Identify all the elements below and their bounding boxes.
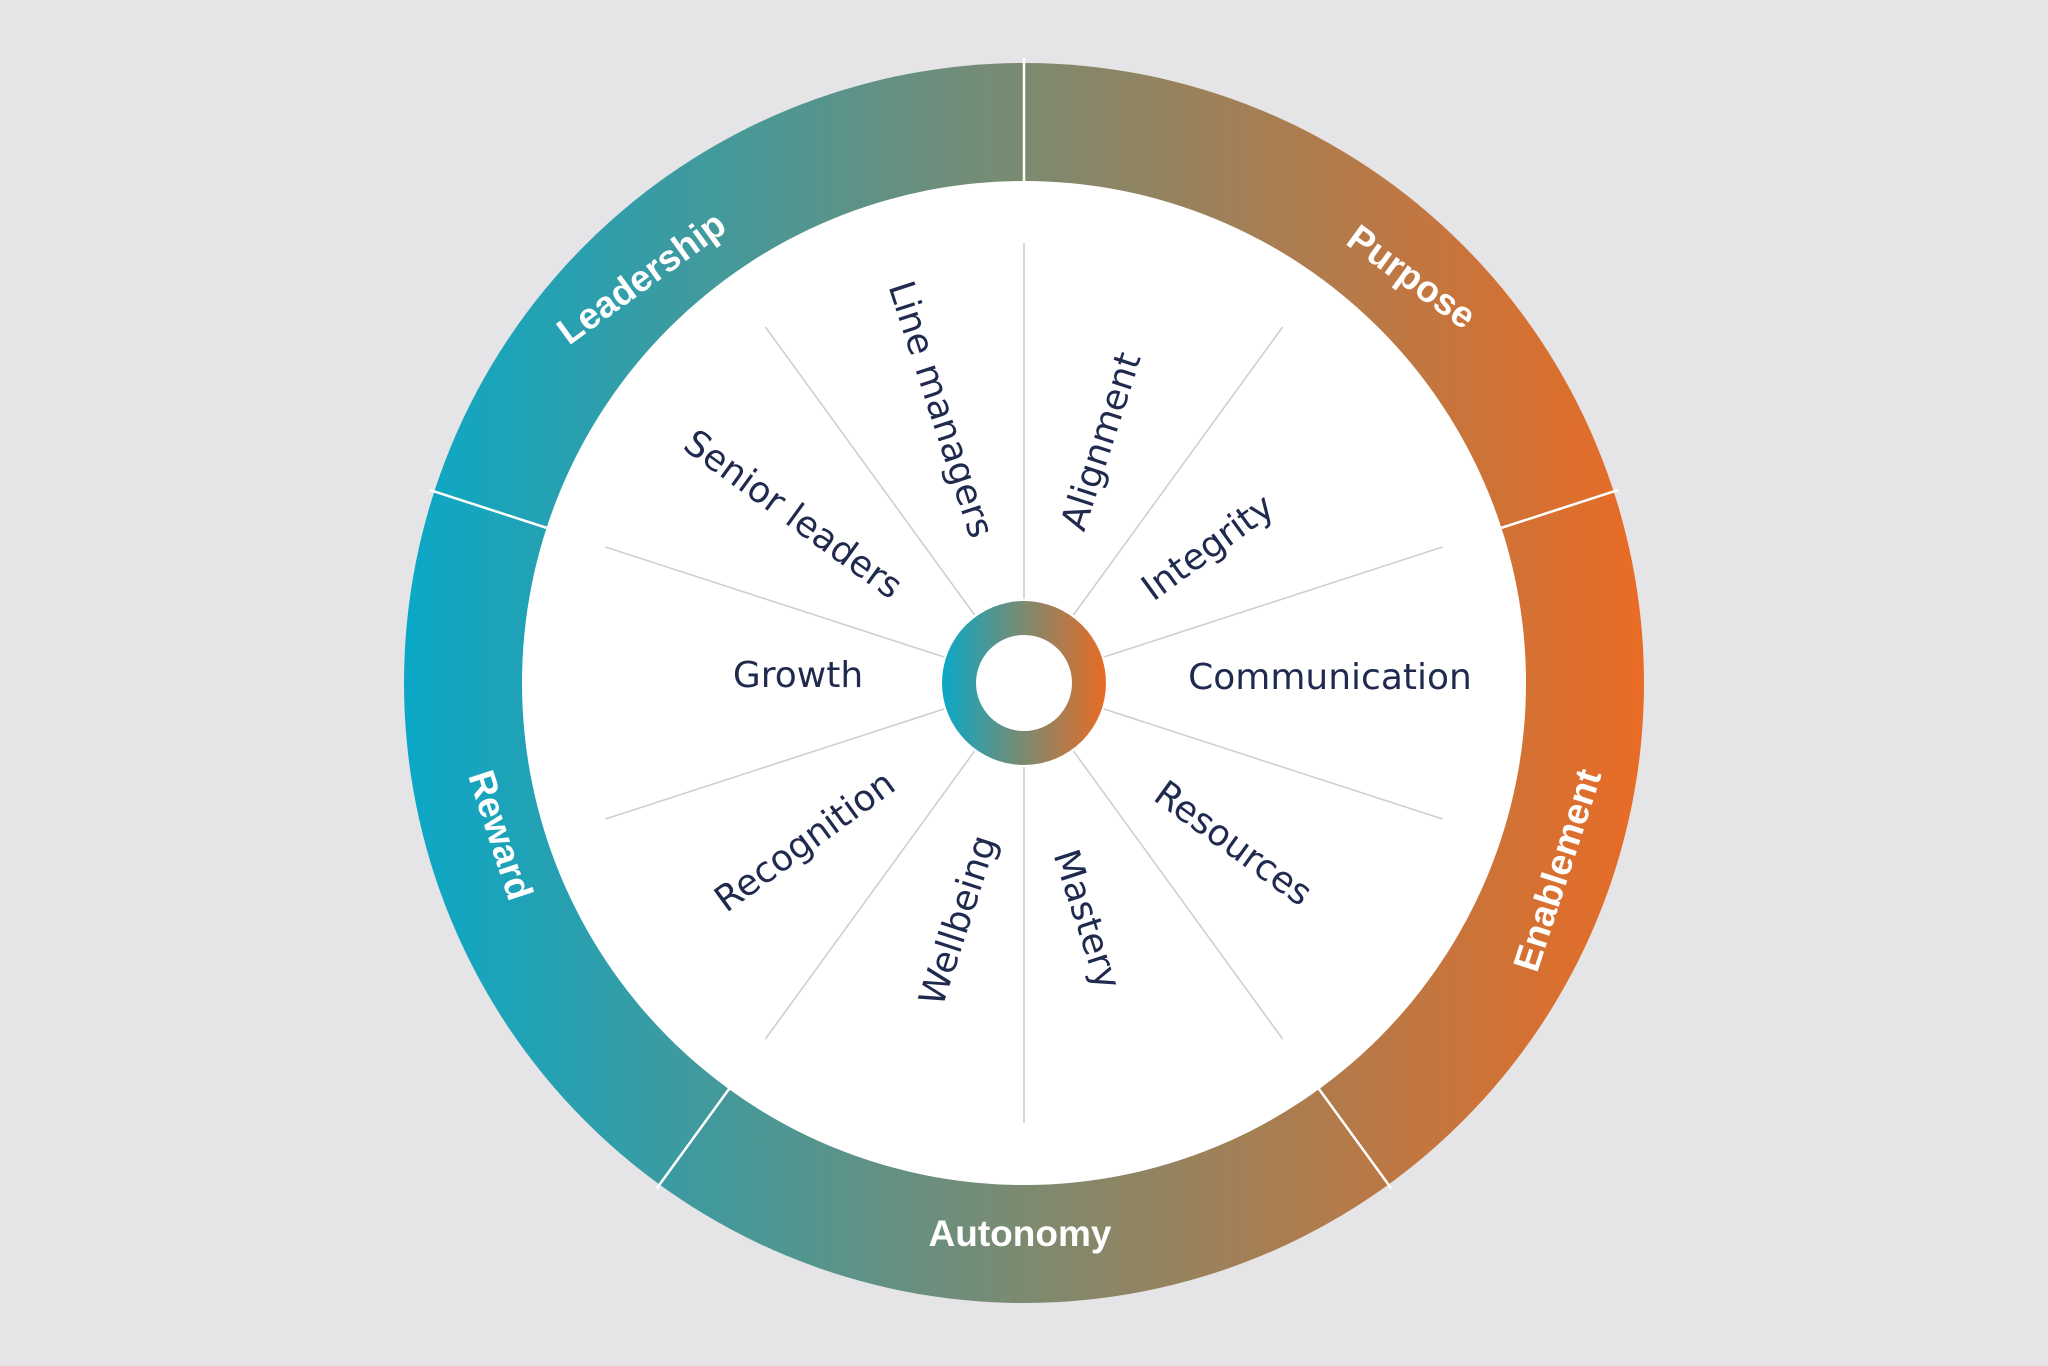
outer-ring-divider xyxy=(1313,1082,1393,1190)
segment-dividers xyxy=(605,243,1443,1123)
segment-label-growth: Growth xyxy=(733,655,863,696)
center-hub-hole xyxy=(976,635,1072,731)
segment-divider-line xyxy=(1072,326,1284,616)
outer-label-autonomy: Autonomy xyxy=(929,1213,1112,1254)
outer-ring-divider xyxy=(1494,488,1619,532)
segment-divider-line xyxy=(1072,750,1284,1040)
outer-ring-divider xyxy=(429,488,554,532)
segment-divider-line xyxy=(1103,546,1443,658)
outer-ring-divider xyxy=(655,1082,735,1190)
segment-divider-line xyxy=(764,750,976,1040)
segment-divider-line xyxy=(1103,708,1443,820)
outer-ring-dividers xyxy=(429,58,1619,1190)
segment-divider-line xyxy=(605,708,945,820)
segment-divider-line xyxy=(605,546,945,658)
segment-label-communication: Communication xyxy=(1188,657,1472,698)
segment-divider-line xyxy=(764,326,976,616)
